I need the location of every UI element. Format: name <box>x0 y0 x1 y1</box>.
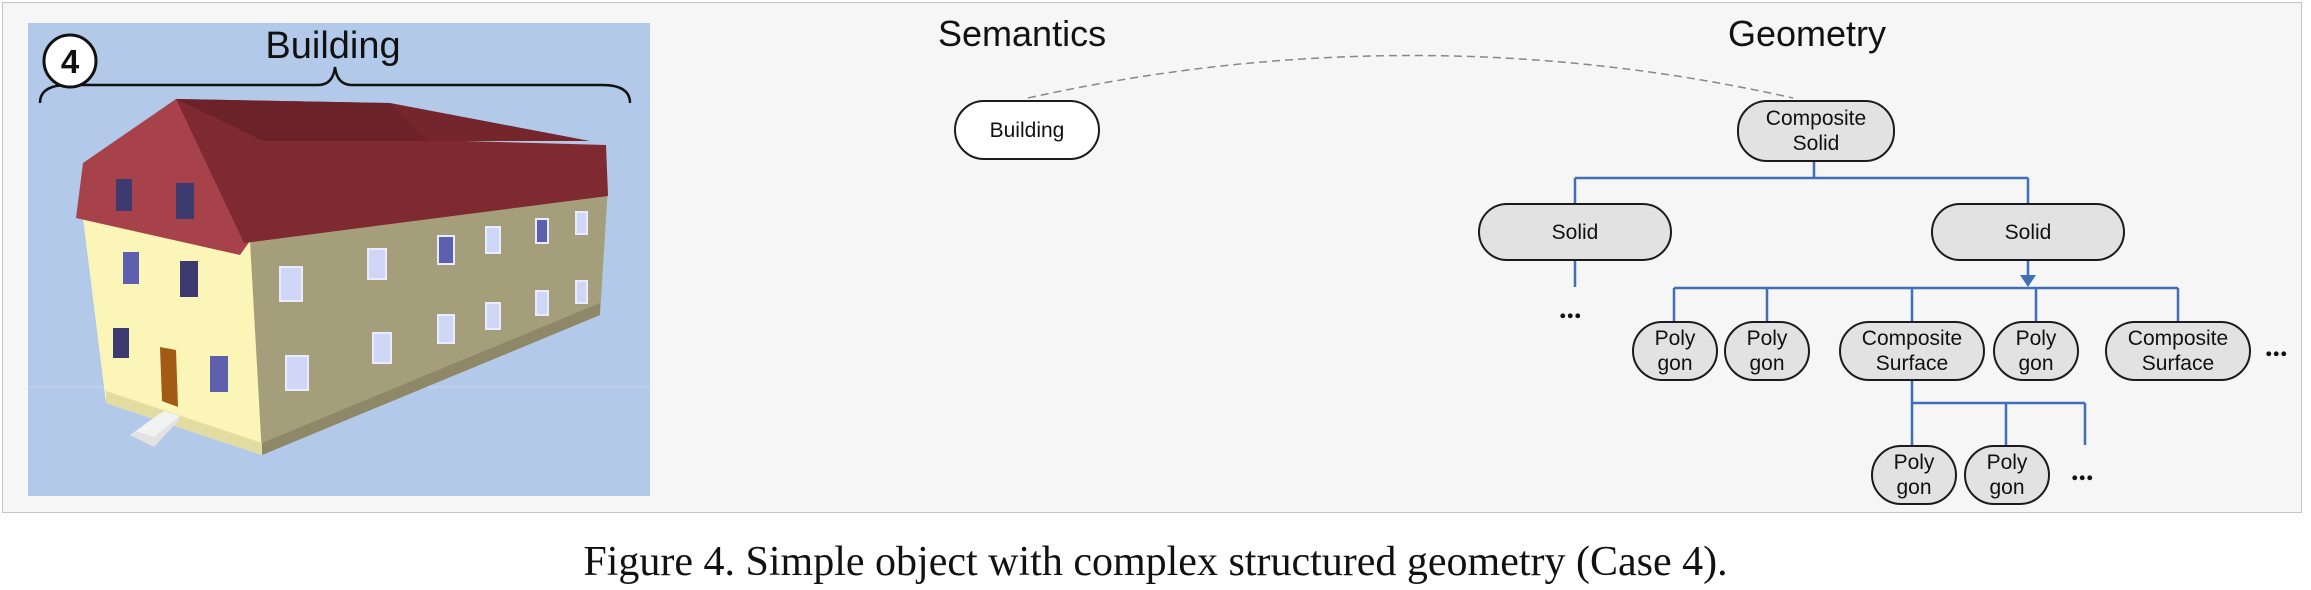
semantics-title: Semantics <box>938 13 1107 54</box>
figure-caption: Figure 4. Simple object with complex str… <box>583 539 1728 585</box>
window <box>123 252 139 284</box>
node-solid-left: Solid <box>1478 203 1672 261</box>
node-label: Solid <box>1792 132 1840 155</box>
door <box>160 347 178 407</box>
geometry-title: Geometry <box>1728 13 1887 54</box>
roof-hip-face <box>76 99 250 255</box>
building-brace <box>38 66 632 104</box>
window <box>575 211 588 235</box>
window <box>535 290 549 316</box>
node-label: gon <box>1989 476 2025 499</box>
window <box>116 179 132 211</box>
edge-solidright-children <box>1672 261 2180 321</box>
window <box>176 183 194 219</box>
side-wall <box>244 186 608 455</box>
window <box>279 266 303 302</box>
node-label: Solid <box>2004 220 2052 244</box>
window <box>485 226 501 254</box>
ellipsis-solid-right: ... <box>2265 330 2288 363</box>
window <box>437 314 455 344</box>
node-label: Building <box>989 118 1065 142</box>
edge-arrowhead <box>2020 275 2036 287</box>
front-plinth <box>106 391 262 455</box>
side-wall-plinth <box>262 303 600 455</box>
roof-ridge <box>176 99 428 141</box>
window <box>372 332 392 364</box>
node-label: Surface <box>1875 352 1949 375</box>
node-label: Composite <box>2127 327 2229 350</box>
node-label: gon <box>1749 352 1785 375</box>
node-label: Composite <box>1765 107 1867 130</box>
node-label: gon <box>1657 352 1693 375</box>
ellipsis-solid-left: ... <box>1559 292 1582 325</box>
node-solid-right: Solid <box>1931 203 2125 261</box>
case-badge: 4 <box>61 43 80 80</box>
node-label: gon <box>2018 352 2054 375</box>
node-label: Poly <box>1986 451 2028 474</box>
node-label: Poly <box>1893 451 1935 474</box>
node-building-semantics: Building <box>954 100 1100 160</box>
window <box>180 261 198 297</box>
node-label: Poly <box>2015 327 2057 350</box>
case-badge-circle <box>42 33 98 89</box>
building-label: Building <box>265 25 400 67</box>
window <box>535 218 549 244</box>
window <box>367 248 387 280</box>
semantic-geometry-link <box>1027 54 1794 99</box>
node-label: Solid <box>1551 220 1599 244</box>
window <box>285 355 309 391</box>
edge-compositesurface-children <box>1910 381 2087 445</box>
window <box>485 302 501 330</box>
window <box>575 280 588 304</box>
building-scene: 4 Building <box>28 23 650 496</box>
ellipsis-composite-surface: ... <box>2071 454 2094 487</box>
window <box>437 235 455 265</box>
node-label: Poly <box>1746 327 1788 350</box>
edge-compositesolid-solids <box>1573 162 2030 203</box>
window <box>113 328 129 358</box>
building-model <box>76 99 608 455</box>
roof-far <box>390 103 590 141</box>
tree-connectors <box>1027 54 2180 445</box>
figure-panel: 4 Building <box>2 2 2302 513</box>
node-label: Poly <box>1654 327 1696 350</box>
node-label: gon <box>1896 476 1932 499</box>
window <box>210 356 228 392</box>
node-label: Composite <box>1861 327 1963 350</box>
node-label: Surface <box>2141 352 2215 375</box>
